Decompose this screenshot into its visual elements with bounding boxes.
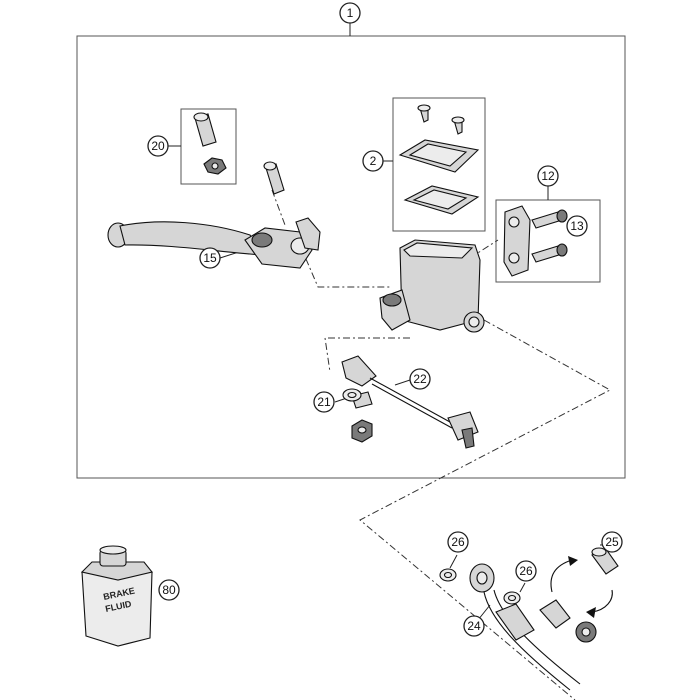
svg-text:1: 1	[347, 6, 354, 20]
svg-text:12: 12	[541, 169, 555, 183]
callout-13: 13	[566, 215, 588, 237]
assembly-line-switch	[324, 337, 410, 373]
part-26-washer-a	[439, 568, 457, 582]
svg-text:21: 21	[317, 395, 331, 409]
part-20-pivot-pin	[193, 112, 227, 175]
group-box-2	[392, 97, 486, 232]
leader-26b	[519, 582, 526, 593]
leader-22	[394, 379, 411, 386]
leader-26a	[449, 554, 458, 569]
part-12-clamp	[503, 205, 568, 277]
assembly-line-hose	[359, 319, 612, 700]
callout-26a: 26	[447, 531, 469, 553]
svg-text:15: 15	[203, 251, 217, 265]
part-21-nut-washer	[342, 388, 373, 443]
part-80-brake-fluid-can: BRAKE FLUID	[80, 545, 153, 647]
part-2-reservoir-cover	[398, 104, 480, 215]
svg-text:24: 24	[467, 619, 481, 633]
part-25-banjo-bolt	[539, 547, 619, 643]
callout-24: 24	[463, 615, 485, 637]
assembly-line-pivot	[271, 189, 286, 226]
callout-1: 1	[339, 2, 361, 24]
svg-text:80: 80	[162, 583, 176, 597]
callout-15: 15	[199, 247, 221, 269]
part-22-brake-light-switch	[341, 355, 479, 449]
callout-26b: 26	[515, 560, 537, 582]
part-master-cylinder	[379, 239, 485, 333]
assembly-line-lever	[299, 244, 392, 288]
svg-text:2: 2	[370, 154, 377, 168]
callout-2: 2	[362, 150, 384, 172]
callout-21: 21	[313, 391, 335, 413]
svg-text:26: 26	[519, 564, 533, 578]
part-26-washer-b	[503, 591, 521, 605]
svg-text:26: 26	[451, 535, 465, 549]
svg-text:20: 20	[151, 139, 165, 153]
svg-text:25: 25	[605, 535, 619, 549]
part-15-brake-lever	[107, 161, 321, 269]
assembly-frame-1	[76, 35, 626, 479]
callout-22: 22	[409, 368, 431, 390]
callout-12: 12	[537, 165, 559, 187]
svg-text:13: 13	[570, 219, 584, 233]
part-24-brake-hose	[469, 563, 581, 691]
callout-80: 80	[158, 579, 180, 601]
callout-20: 20	[147, 135, 169, 157]
svg-text:22: 22	[413, 372, 427, 386]
callout-25: 25	[601, 531, 623, 553]
